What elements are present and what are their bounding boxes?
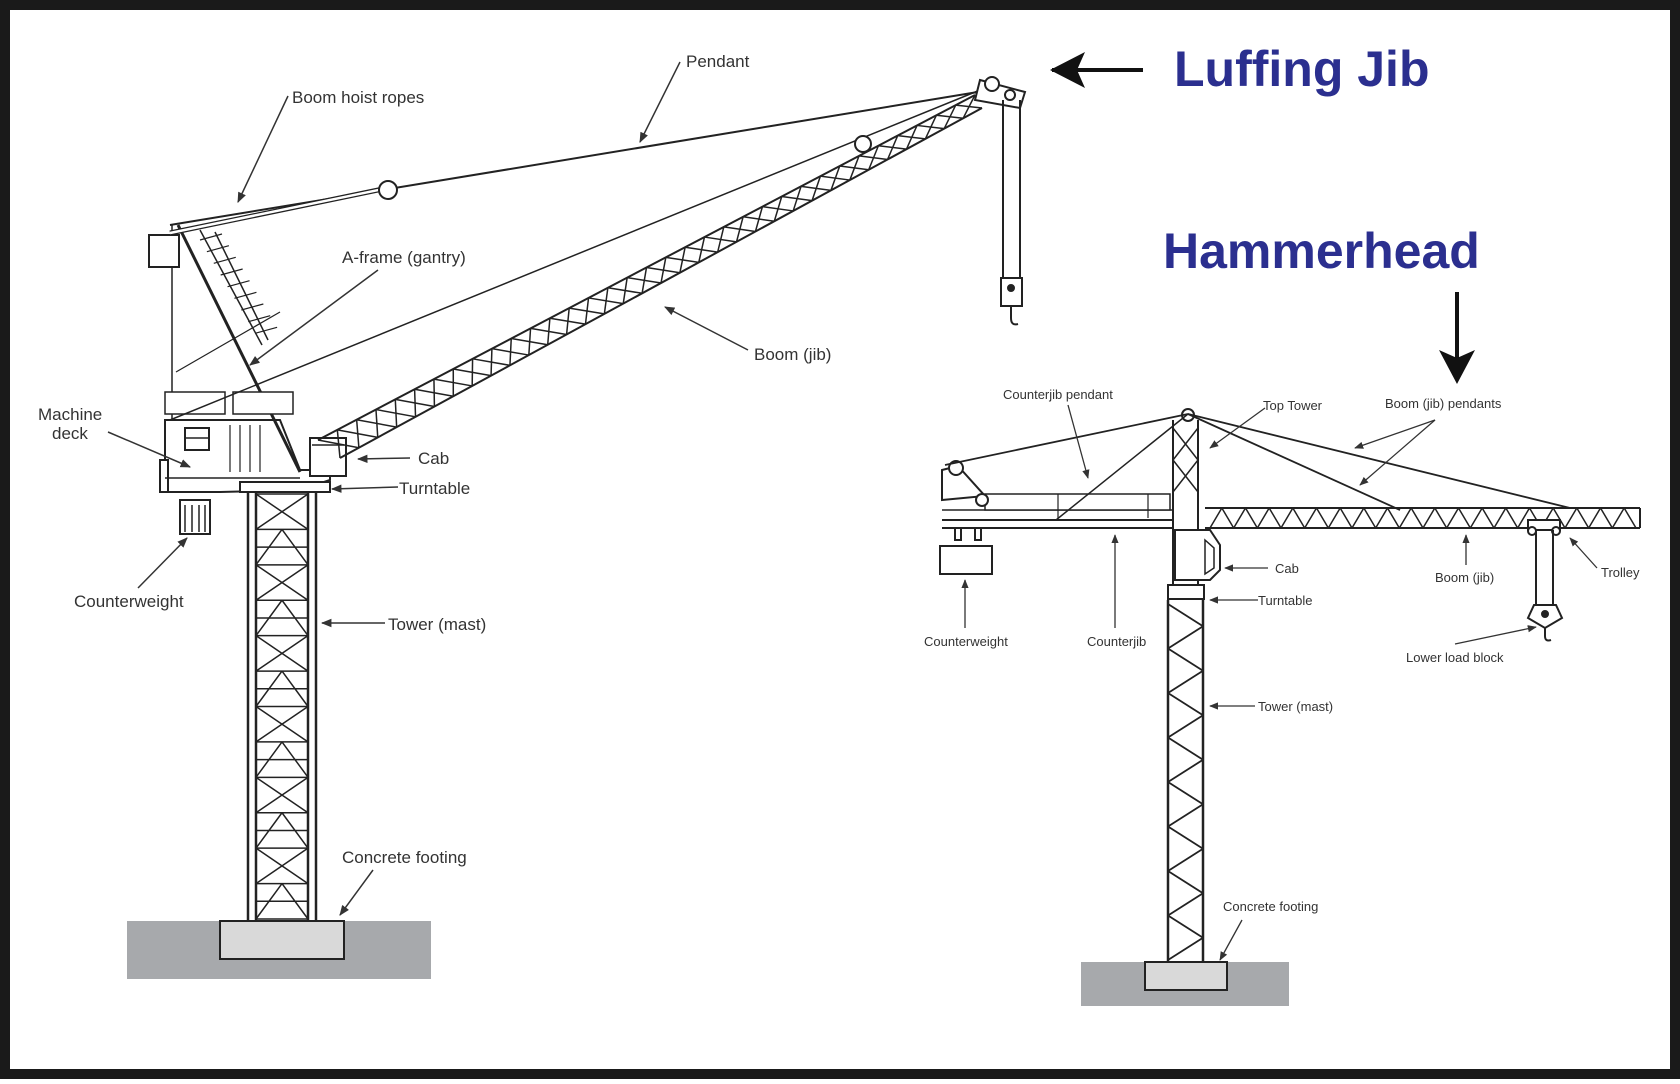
label-a-frame: A-frame (gantry) bbox=[342, 248, 466, 267]
label-ham-cab: Cab bbox=[1275, 561, 1299, 576]
hammerhead-callouts bbox=[965, 405, 1597, 960]
label-counterjib: Counterjib bbox=[1087, 634, 1146, 649]
hammerhead-boom-lattice bbox=[1210, 508, 1636, 528]
label-counterjib-pendant: Counterjib pendant bbox=[1003, 387, 1113, 402]
label-ham-turntable: Turntable bbox=[1258, 593, 1312, 608]
hammerhead-footing bbox=[1145, 962, 1227, 990]
hammerhead-labels: Counterjib pendant Top Tower Boom (jib) … bbox=[924, 387, 1640, 914]
label-machine-deck-line1: Machine bbox=[38, 405, 102, 424]
label-boom-jib: Boom (jib) bbox=[754, 345, 831, 364]
luffing-aframe-head bbox=[149, 235, 179, 267]
luffing-title: Luffing Jib bbox=[1174, 41, 1430, 97]
label-top-tower: Top Tower bbox=[1263, 398, 1323, 413]
label-turntable: Turntable bbox=[399, 479, 470, 498]
label-pendant: Pendant bbox=[686, 52, 750, 71]
hammerhead-title: Hammerhead bbox=[1163, 223, 1480, 279]
label-lower-load-block: Lower load block bbox=[1406, 650, 1504, 665]
luffing-jib-crane bbox=[127, 77, 1025, 979]
label-trolley: Trolley bbox=[1601, 565, 1640, 580]
hammerhead-hook-icon bbox=[1545, 628, 1551, 641]
luffing-aframe-ladder bbox=[200, 234, 277, 333]
label-ham-boom-jib: Boom (jib) bbox=[1435, 570, 1494, 585]
label-ham-concrete-footing: Concrete footing bbox=[1223, 899, 1318, 914]
hammerhead-counterweight bbox=[940, 546, 992, 574]
luffing-boom-tip bbox=[975, 80, 1025, 108]
label-boom-pendants: Boom (jib) pendants bbox=[1385, 396, 1502, 411]
luffing-mast-lattice bbox=[256, 494, 308, 919]
label-machine-deck-line2: deck bbox=[52, 424, 88, 443]
luffing-hook-icon bbox=[1011, 306, 1018, 324]
label-ham-tower-mast: Tower (mast) bbox=[1258, 699, 1333, 714]
hammerhead-mast-lattice bbox=[1168, 604, 1203, 960]
luffing-footing bbox=[220, 921, 344, 959]
label-ham-counterweight: Counterweight bbox=[924, 634, 1008, 649]
label-boom-hoist-ropes: Boom hoist ropes bbox=[292, 88, 424, 107]
luffing-boom-lattice bbox=[318, 95, 982, 458]
hammerhead-turntable bbox=[1168, 585, 1204, 599]
luffing-turntable bbox=[240, 482, 330, 492]
label-concrete-footing: Concrete footing bbox=[342, 848, 467, 867]
luffing-labels: Pendant Boom hoist ropes A-frame (gantry… bbox=[38, 52, 831, 867]
luffing-hook-block bbox=[1001, 278, 1022, 306]
label-cab: Cab bbox=[418, 449, 449, 468]
label-counterweight: Counterweight bbox=[74, 592, 184, 611]
label-tower-mast: Tower (mast) bbox=[388, 615, 486, 634]
